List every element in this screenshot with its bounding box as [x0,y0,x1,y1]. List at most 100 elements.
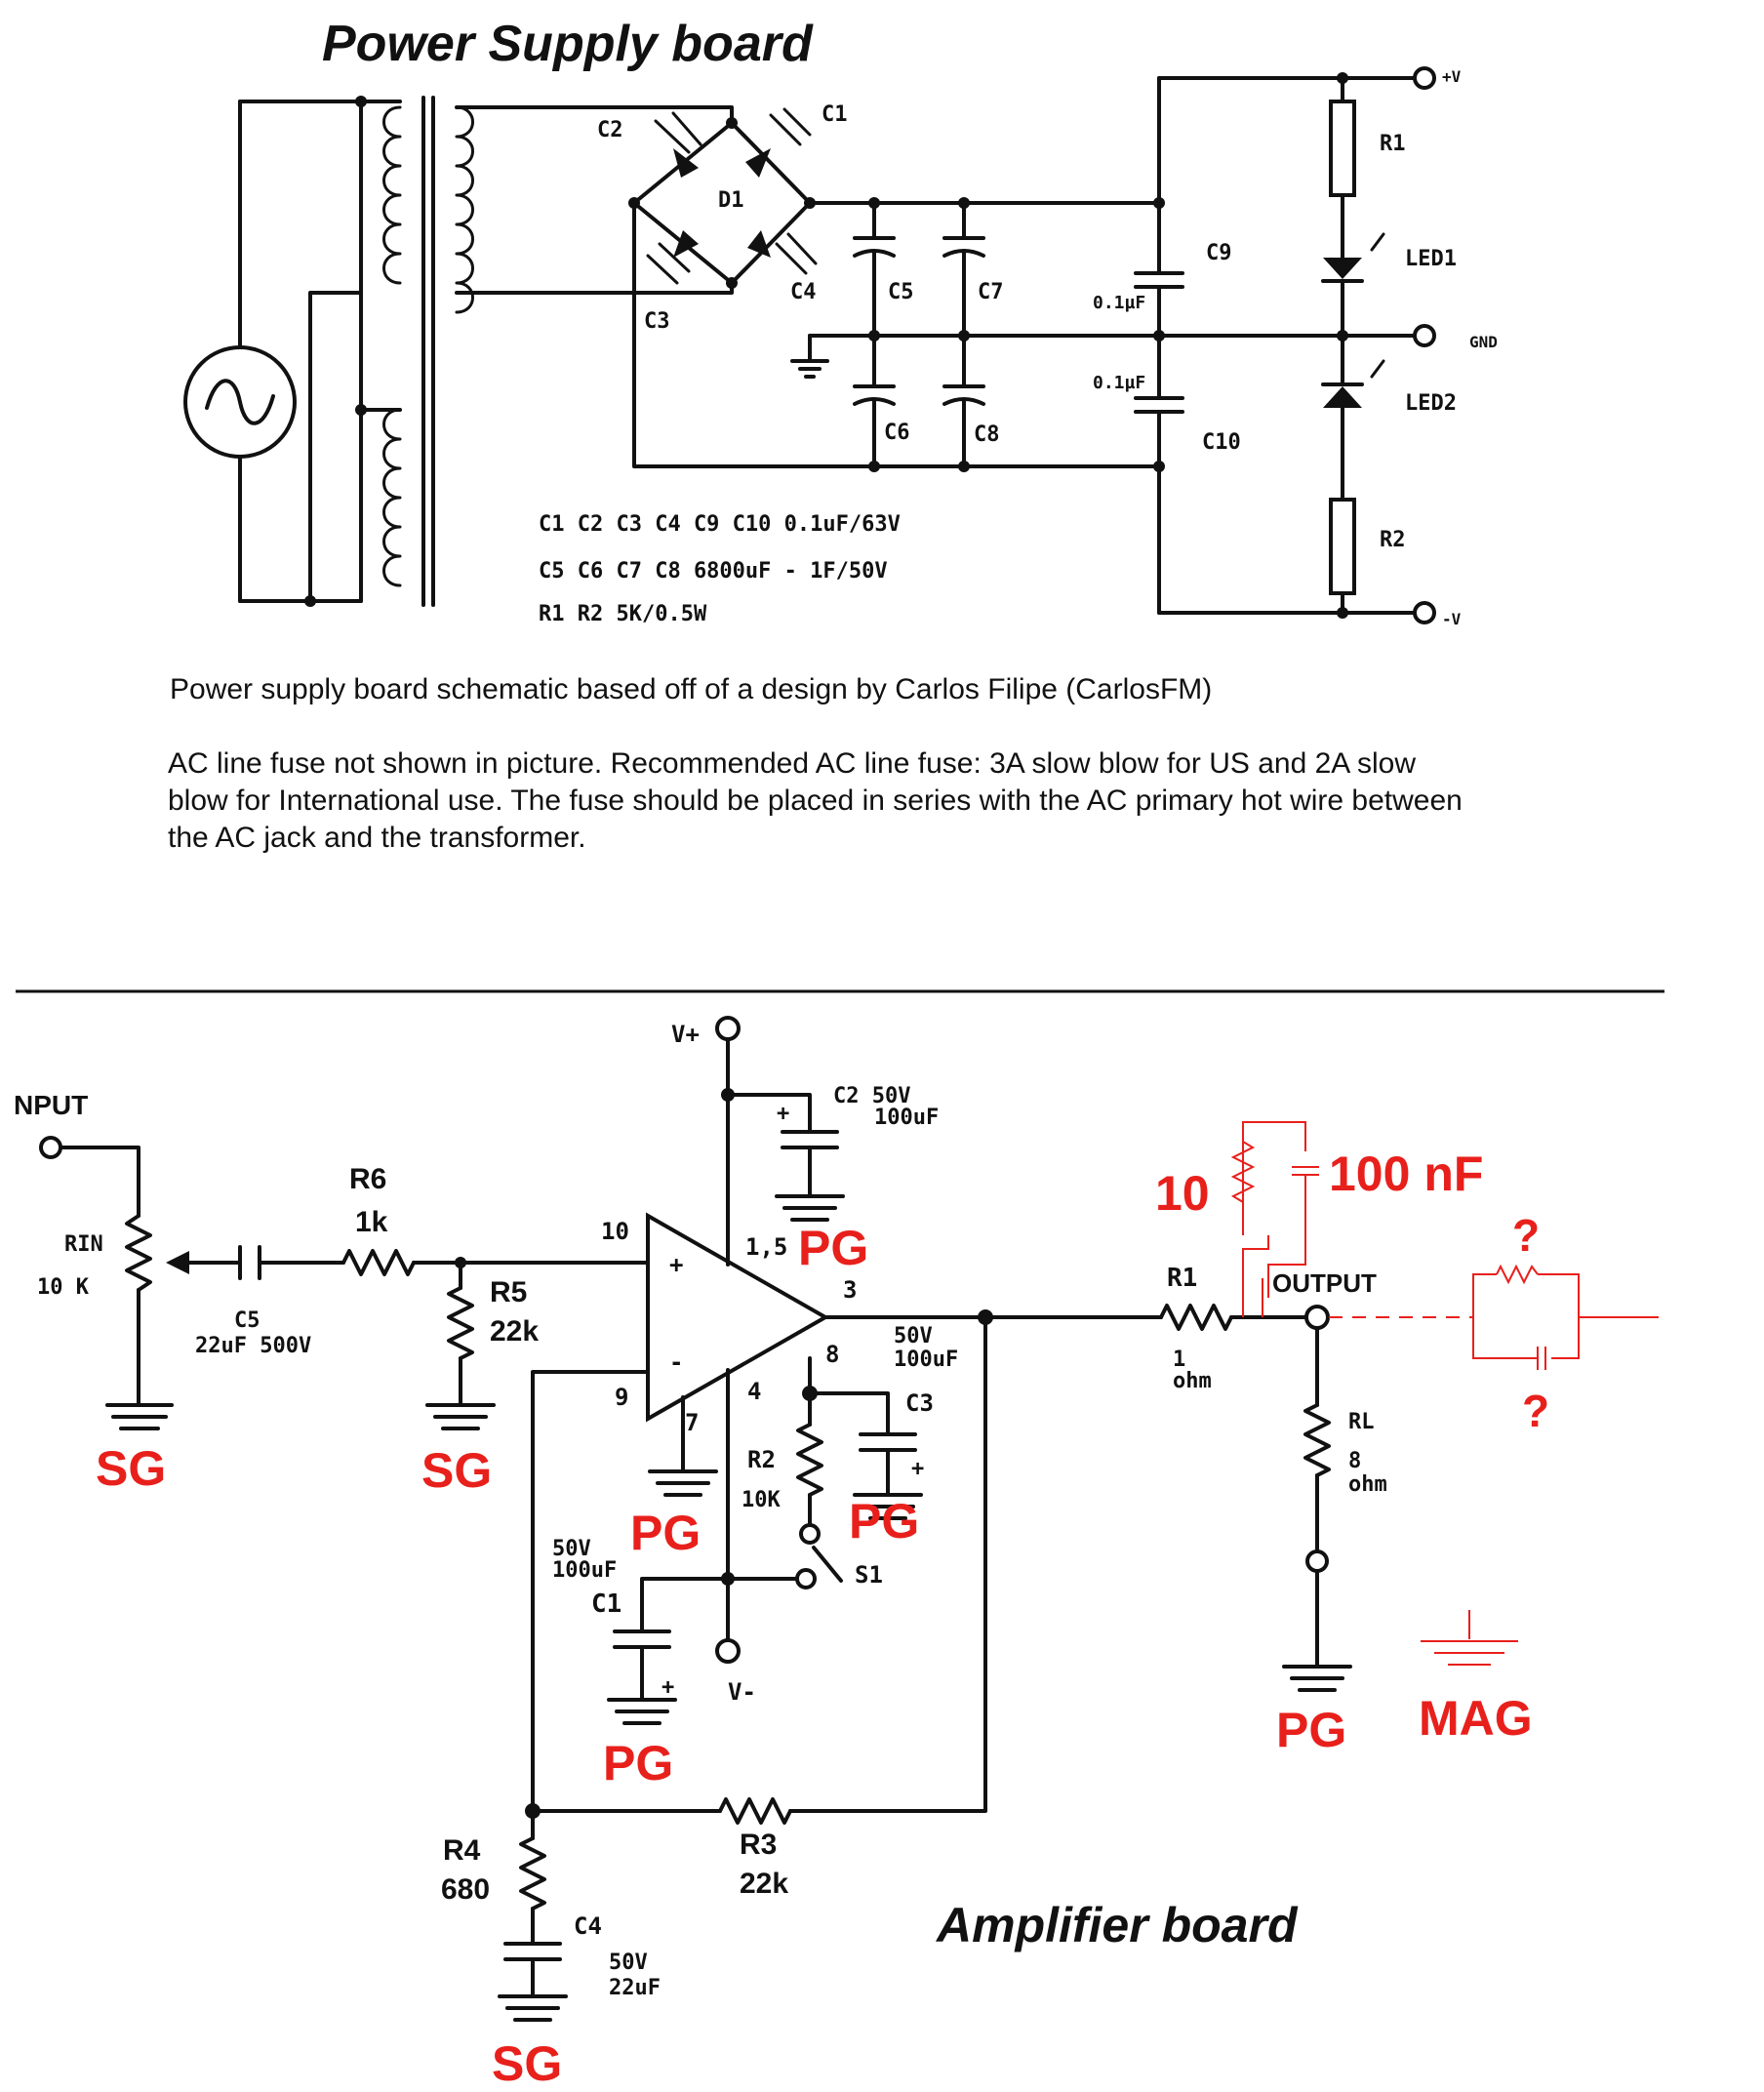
zobel-resistor-label: 10 [1155,1166,1210,1221]
pg-label-5: PG [1276,1703,1346,1757]
mag-ground-symbol [1421,1610,1518,1666]
ground-symbol-c2 [775,1194,845,1222]
label-c8: C8 [974,422,1000,447]
label-c6: C6 [884,421,910,445]
label-input: NPUT [14,1090,88,1120]
credit-note: Power supply board schematic based off o… [170,673,1212,705]
label-r5-value: 22k [490,1315,539,1348]
label-c1-plus: + [662,1675,674,1700]
label-pin-15: 1,5 [745,1233,787,1261]
label-pin-3: 3 [843,1276,857,1304]
fuse-note-line-3: the AC jack and the transformer. [168,822,586,854]
led-resistor-chain [1157,66,1436,624]
label-d1: D1 [718,188,744,213]
resistor-r5 [447,1286,474,1360]
ac-source-symbol [183,100,297,603]
label-r1-unit: ohm [1173,1369,1212,1393]
resistor-r4 [519,1836,546,1911]
label-c3-plus: + [911,1457,924,1481]
ground-symbol-r5 [425,1403,496,1430]
label-rl-value: 8 [1348,1449,1361,1473]
power-supply-section: Power Supply board [168,16,1498,854]
resistor-r6 [341,1249,416,1276]
sg-label-3: SG [492,2036,562,2091]
label-c1-voltage: 50V [552,1537,591,1561]
label-c2-plus: + [777,1102,789,1126]
input-terminal [39,1136,62,1159]
bridge-rectifier-d1 [628,107,818,289]
label-r1: R1 [1380,132,1406,156]
label-c1: C1 [822,102,848,127]
label-output: OUTPUT [1272,1268,1377,1298]
label-r6-value: 1k [355,1206,388,1238]
label-led1: LED1 [1405,247,1457,271]
vminus-terminal [715,1638,741,1664]
resistor-r2 [796,1423,823,1497]
label-c4-voltage: 50V [609,1951,648,1975]
transformer-primary-wiring [238,96,402,607]
label-c1-value: 100uF [552,1558,617,1583]
label-rl-unit: ohm [1348,1472,1387,1497]
label-c3-value: 100uF [894,1348,958,1372]
mag-label: MAG [1419,1691,1533,1746]
label-c2: C2 50V [833,1084,910,1108]
ground-symbol-rin [105,1403,174,1430]
pg-label-4: PG [603,1736,673,1790]
label-rin-value: 10 K [37,1275,90,1300]
label-rl: RL [1348,1410,1375,1434]
unknown-load-annotation [1329,1264,1659,1370]
ground-symbol-pin7 [648,1469,718,1497]
label-pin-10: 10 [601,1218,629,1245]
label-r6: R6 [349,1163,386,1195]
bom-line-1: C1 C2 C3 C4 C9 C10 0.1uF/63V [539,512,901,537]
bom-line-3: R1 R2 5K/0.5W [539,602,707,626]
label-pin-4: 4 [747,1378,761,1405]
rin-potentiometer [125,1214,152,1292]
label-pin-9: 9 [615,1384,628,1411]
label-c10: C10 [1202,430,1241,455]
label-plus-input: + [669,1251,683,1278]
label-c3: C3 [905,1389,934,1417]
bypass-capacitors [1134,201,1184,468]
label-vplus: V+ [671,1021,700,1048]
switch-s1 [812,1546,843,1583]
ground-symbol-rl [1282,1665,1352,1692]
label-r5: R5 [490,1276,527,1308]
zobel-capacitor-label: 100 nF [1329,1147,1483,1201]
label-c2: C2 [597,118,623,142]
label-r2: R2 [747,1446,776,1473]
label-c2-value: 100uF [874,1106,939,1130]
label-c7: C7 [978,280,1004,304]
output-terminal [1304,1305,1330,1330]
label-rin: RIN [64,1232,103,1257]
sg-label-1: SG [96,1441,166,1496]
label-c9: C9 [1206,241,1232,265]
capacitor-c5 [238,1245,345,1280]
label-r3: R3 [740,1829,777,1861]
power-supply-title: Power Supply board [322,16,814,72]
ground-symbol-c1 [607,1698,677,1725]
ground-symbol-c4 [498,1994,568,2022]
question-mark-2: ? [1522,1386,1549,1436]
label-vminus: V- [728,1678,756,1706]
bulk-capacitors [853,201,985,468]
label-c3: C3 [644,309,670,334]
label-r2-value: 10K [742,1488,781,1512]
filter-rails [632,76,1417,615]
label-plus-v: +V [1442,67,1462,86]
label-pin-7: 7 [685,1409,699,1436]
label-minus-v: -V [1442,610,1462,628]
label-c10-value: 0.1µF [1093,373,1145,393]
label-c1: C1 [591,1589,621,1619]
vplus-terminal [715,1016,741,1041]
zobel-network-annotation [1230,1121,1319,1317]
fuse-note-line-1: AC line fuse not shown in picture. Recom… [168,747,1416,780]
pg-label-3: PG [849,1494,919,1549]
label-c3-voltage: 50V [894,1324,933,1348]
label-c9-value: 0.1µF [1093,293,1145,313]
label-r2: R2 [1380,528,1406,552]
label-c4-value: 22uF [609,1976,661,2000]
label-gnd: GND [1469,333,1498,351]
sg-label-2: SG [421,1443,492,1498]
